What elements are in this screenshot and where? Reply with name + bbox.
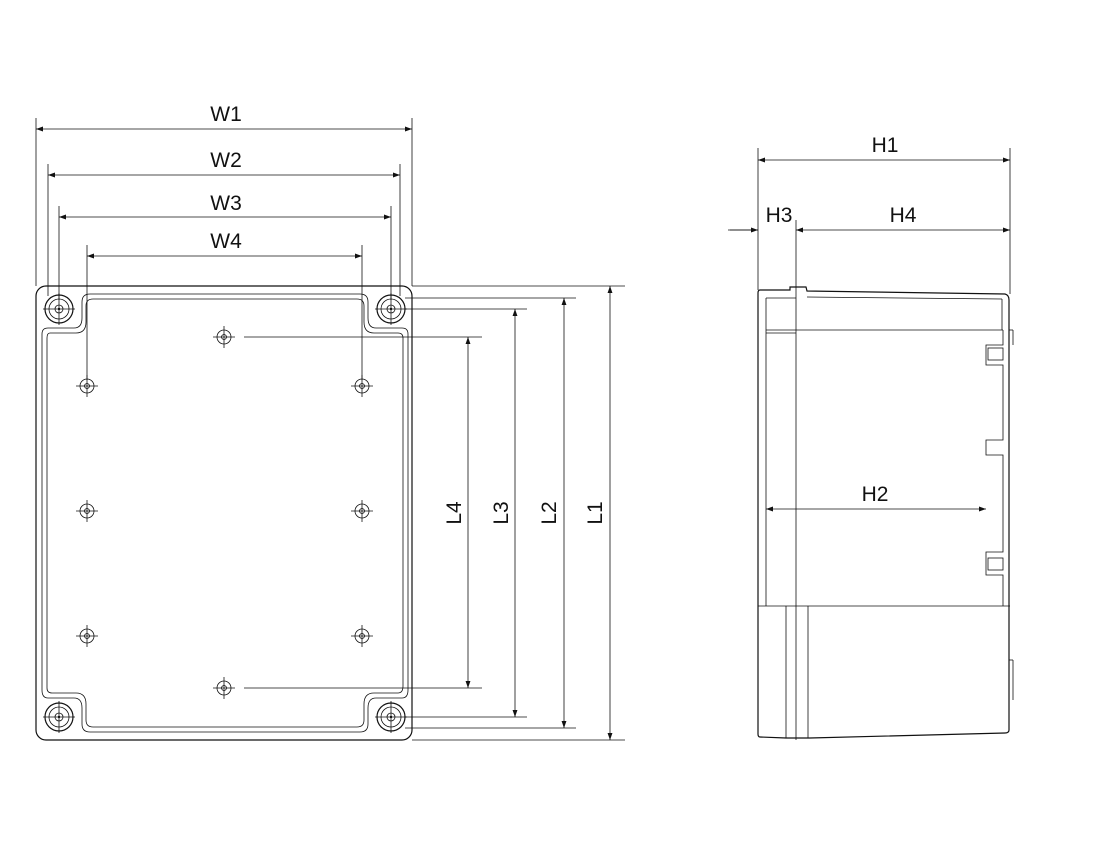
w1-label: W1 <box>210 103 242 126</box>
h3-label: H3 <box>766 204 793 227</box>
lid-screw <box>42 700 76 734</box>
mounting-hole <box>75 499 99 523</box>
w2-label: W2 <box>210 149 242 172</box>
front-view: W1 W2 W3 W4 L1 L2 L3 L4 <box>35 103 625 741</box>
side-view: H1 H3 H4 H2 <box>728 134 1014 740</box>
h4-label: H4 <box>890 204 917 227</box>
l3-label: L3 <box>490 501 513 524</box>
mounting-hole <box>75 624 99 648</box>
mounting-hole <box>350 624 374 648</box>
w4-label: W4 <box>210 230 242 253</box>
width-dimensions: W1 W2 W3 W4 <box>36 103 412 259</box>
height-dimensions: H1 H3 H4 H2 <box>730 134 1010 512</box>
lid-screw <box>374 700 408 734</box>
mounting-hole <box>350 499 374 523</box>
mounting-hole <box>212 676 236 700</box>
l2-label: L2 <box>538 501 561 524</box>
mounting-hole <box>212 325 236 349</box>
length-dimensions: L1 L2 L3 L4 <box>443 286 613 740</box>
w3-label: W3 <box>210 192 242 215</box>
h2-label: H2 <box>862 483 889 506</box>
enclosure-outline <box>35 285 413 741</box>
lid-outline <box>41 293 409 733</box>
side-outline <box>757 286 1010 739</box>
h1-label: H1 <box>872 134 899 157</box>
l4-label: L4 <box>443 501 466 525</box>
l1-label: L1 <box>584 501 607 524</box>
